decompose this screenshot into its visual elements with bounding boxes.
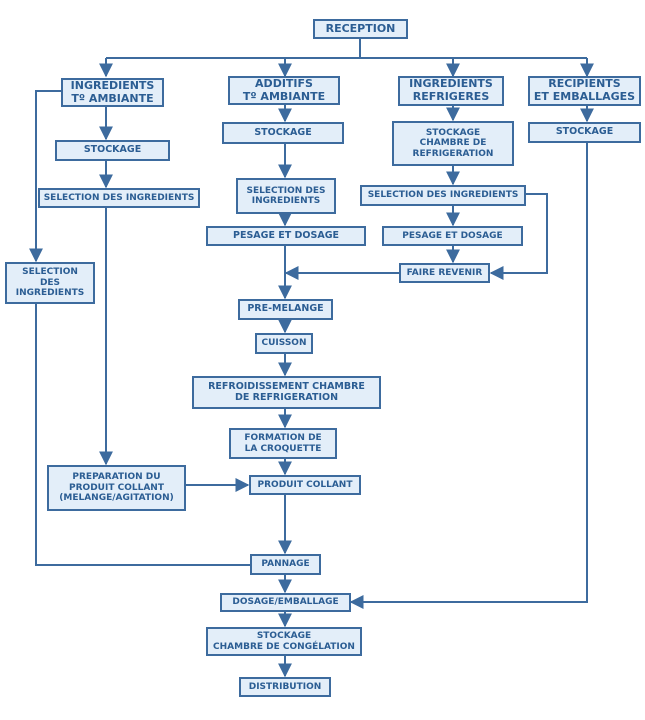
pesage-dosage-2-node: PESAGE ET DOSAGE	[382, 226, 523, 246]
additifs-node: ADDITIFS Tº AMBIANTE	[228, 76, 340, 105]
selection-ingredients-left-node: SELECTION DES INGREDIENTS	[5, 262, 95, 304]
faire-revenir-node: FAIRE REVENIR	[399, 263, 490, 283]
edge-ing-ambiant-left	[29, 90, 62, 263]
stockage-2-node: STOCKAGE	[222, 122, 344, 144]
preparation-produit-collant-node: PREPARATION DU PRODUIT COLLANT (MELANGE/…	[47, 465, 186, 511]
selection-ingredients-3-node: SELECTION DES INGREDIENTS	[360, 185, 526, 206]
dosage-emballage-node: DOSAGE/EMBALLAGE	[220, 593, 351, 612]
produit-collant-node: PRODUIT COLLANT	[249, 475, 361, 495]
refroidissement-node: REFROIDISSEMENT CHAMBRE DE REFRIGERATION	[192, 376, 381, 409]
stockage-1-node: STOCKAGE	[55, 140, 170, 161]
cuisson-node: CUISSON	[255, 333, 313, 354]
edge-selection-left-pannage	[35, 304, 250, 566]
stockage-3-node: STOCKAGE CHAMBRE DE REFRIGERATION	[392, 121, 514, 166]
edge-stockage4-dosage	[349, 143, 588, 609]
ingredients-refrigeres-node: INGREDIENTS REFRIGERES	[398, 76, 504, 106]
pre-melange-node: PRE-MELANGE	[238, 299, 333, 320]
edge-selection3-loop	[489, 193, 548, 280]
selection-ingredients-2-node: SELECTION DES INGREDIENTS	[236, 178, 336, 214]
recipients-emballages-node: RECIPIENTS ET EMBALLAGES	[528, 76, 641, 106]
stockage-4-node: STOCKAGE	[528, 122, 641, 143]
pannage-node: PANNAGE	[250, 554, 321, 575]
selection-ingredients-1-node: SELECTION DES INGREDIENTS	[38, 188, 200, 208]
formation-croquette-node: FORMATION DE LA CROQUETTE	[229, 428, 337, 459]
pesage-dosage-1-node: PESAGE ET DOSAGE	[206, 226, 366, 246]
reception-node: RECEPTION	[313, 19, 408, 39]
distribution-node: DISTRIBUTION	[239, 677, 331, 697]
ingredients-ambiant-node: INGREDIENTS Tº AMBIANTE	[61, 78, 164, 107]
stockage-congelation-node: STOCKAGE CHAMBRE DE CONGÉLATION	[206, 627, 362, 656]
